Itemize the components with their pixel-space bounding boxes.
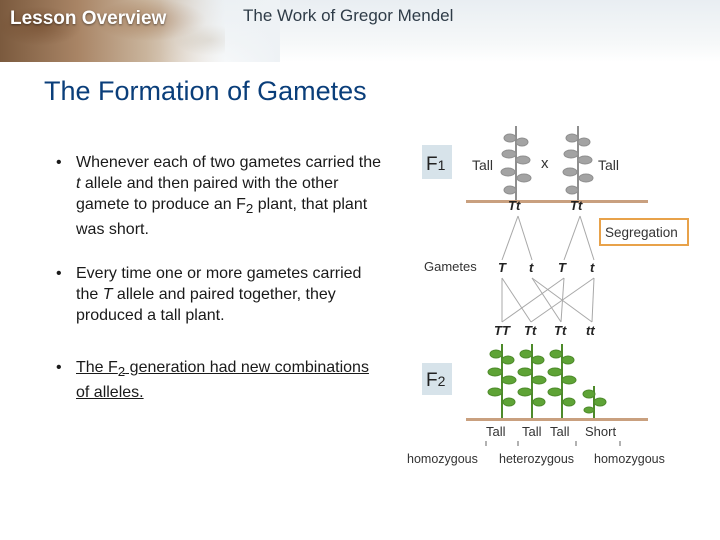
bullet-symbol: •: [56, 152, 62, 173]
gamete-3: T: [558, 260, 567, 275]
slide-title: The Formation of Gametes: [44, 76, 367, 107]
parent-left-phenotype: Tall: [472, 157, 493, 173]
offspring-plant-tall-1: [488, 344, 516, 418]
zygosity-brackets: [486, 441, 620, 446]
offspring-plant-tall-2: [518, 344, 546, 418]
bullet-symbol: •: [56, 263, 62, 284]
f2-label: F: [426, 370, 438, 391]
f1-ground-line: [466, 200, 648, 203]
lesson-overview-label: Lesson Overview: [10, 8, 166, 30]
offspring-genotype-2: Tt: [524, 323, 537, 338]
svg-text:F2: F2: [426, 370, 446, 391]
segregation-lines: [502, 216, 594, 260]
bullet-symbol: •: [56, 357, 62, 378]
f1-label: F: [426, 154, 438, 175]
offspring-plant-tall-3: [548, 344, 576, 418]
offspring-phenotype-2: Tall: [522, 424, 542, 439]
header-banner: Lesson Overview The Work of Gregor Mende…: [0, 0, 720, 62]
svg-text:F1: F1: [426, 154, 446, 175]
zygosity-homozygous-left: homozygous: [407, 452, 478, 466]
zygosity-heterozygous: heterozygous: [499, 452, 574, 466]
gamete-4: t: [590, 260, 595, 275]
gamete-1: T: [498, 260, 507, 275]
f2-ground-line: [466, 418, 648, 421]
cross-symbol: x: [541, 155, 549, 172]
bullet-list: • Whenever each of two gametes carried t…: [56, 152, 386, 403]
bullet-item: • Every time one or more gametes carried…: [56, 263, 386, 326]
offspring-phenotype-4: Short: [585, 424, 616, 439]
parent-plant-right: [563, 126, 593, 200]
offspring-genotype-3: Tt: [554, 323, 567, 338]
parent-plant-left: [501, 126, 531, 200]
offspring-plant-short: [583, 386, 606, 418]
gametes-label: Gametes: [424, 259, 477, 274]
gamete-2: t: [529, 260, 534, 275]
parent-genotype-right: Tt: [570, 198, 583, 213]
bullet-item: • Whenever each of two gametes carried t…: [56, 152, 386, 240]
offspring-phenotype-1: Tall: [486, 424, 506, 439]
zygosity-homozygous-right: homozygous: [594, 452, 665, 466]
offspring-genotype-1: TT: [494, 323, 511, 338]
offspring-phenotype-3: Tall: [550, 424, 570, 439]
segregation-label: Segregation: [605, 225, 678, 240]
bullet-item-link[interactable]: • The F2 generation had new combinations…: [56, 357, 386, 403]
segregation-diagram: F1 Tall x Tall Tt Tt Segregation Gametes…: [398, 118, 698, 478]
parent-genotype-left: Tt: [508, 198, 521, 213]
fertilization-lines: [502, 278, 594, 322]
offspring-genotype-4: tt: [586, 323, 595, 338]
parent-right-phenotype: Tall: [598, 157, 619, 173]
lesson-subtitle: The Work of Gregor Mendel: [243, 6, 453, 26]
